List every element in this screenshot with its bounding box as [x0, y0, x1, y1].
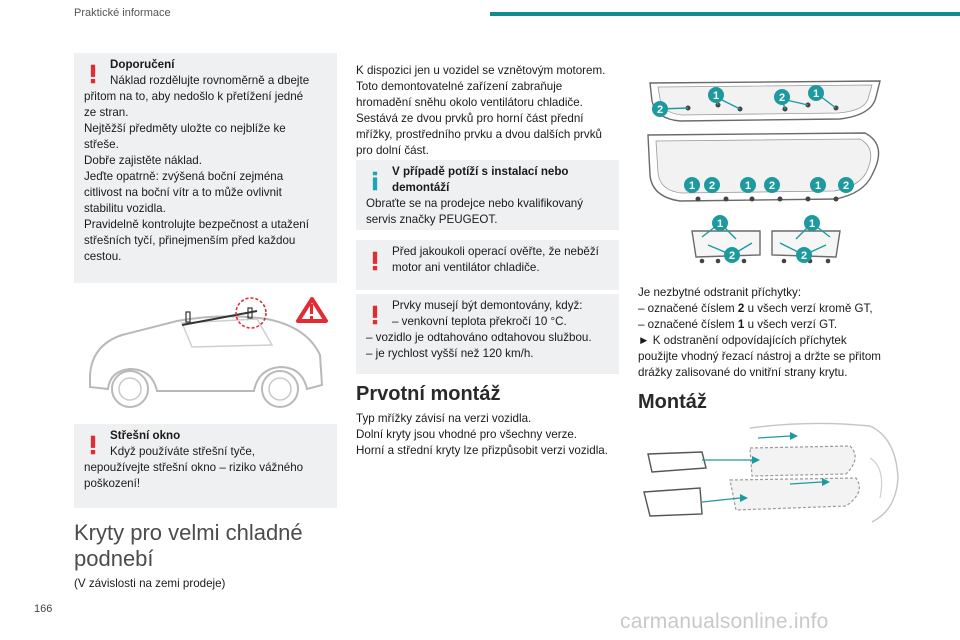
- text-line: mřížky, prostředního prvku a dvou dalšíc…: [356, 128, 602, 141]
- diagram-label: 2: [709, 180, 715, 192]
- recommendation-note: Doporučení Náklad rozdělujte rovnoměrně …: [74, 53, 337, 283]
- diagram-label: 2: [729, 250, 735, 262]
- note-line: stabilitu vozidla.: [84, 202, 166, 215]
- diagram-label: 2: [801, 250, 807, 262]
- header-accent-bar: [490, 12, 960, 16]
- note-line: střešních tyčí, přinejmenším před každou: [84, 234, 296, 247]
- watermark: carmanualsonline.info: [620, 610, 829, 633]
- note-line: – je rychlost vyšší než 120 km/h.: [366, 347, 534, 360]
- text-line: Typ mřížky závisí na verzi vozidla.: [356, 412, 532, 425]
- diagram-label: 1: [815, 180, 821, 192]
- title-line: podnebí: [74, 546, 154, 571]
- text-line: drážky zalisované do vnitřní strany kryt…: [638, 366, 848, 379]
- warning-exclamation-icon: [372, 305, 378, 325]
- warning-exclamation-icon: [90, 64, 96, 84]
- note-line: cestou.: [84, 250, 122, 263]
- intro-paragraph: K dispozici jen u vozidel se vznětovým m…: [356, 63, 626, 159]
- note-line: Náklad rozdělujte rovnoměrně a dbejte: [110, 74, 310, 87]
- note-line: Pravidelně kontrolujte bezpečnost a utaž…: [84, 218, 309, 231]
- clips-paragraph: Je nezbytné odstranit příchytky: – označ…: [638, 285, 928, 381]
- note-line: Obraťte se na prodejce nebo kvalifikovan…: [366, 197, 584, 210]
- note-line: ze stran.: [84, 106, 129, 119]
- text-line: pro dolní část.: [356, 144, 429, 157]
- note-line: – venkovní teplota překročí 10 °C.: [392, 315, 567, 328]
- note-line: motor ani ventilátor chladiče.: [392, 261, 540, 274]
- note-line: nepoužívejte střešní okno – riziko vážné…: [84, 461, 304, 474]
- note-line: střeše.: [84, 138, 119, 151]
- roof-window-note: Střešní okno Když používáte střešní tyče…: [74, 424, 337, 508]
- diagram-label: 2: [843, 180, 849, 192]
- text-fragment: u všech verzí GT.: [744, 318, 838, 331]
- diagram-label: 1: [745, 180, 751, 192]
- note-line: Nejtěžší předměty uložte co nejblíže ke: [84, 122, 286, 135]
- note-line: Když používáte střešní tyče,: [110, 445, 255, 458]
- text-line: Sestává ze dvou prvků pro horní část pře…: [356, 112, 584, 125]
- text-line: – označené číslem 1 u všech verzí GT.: [638, 317, 928, 333]
- warning-exclamation-icon: [90, 435, 96, 455]
- text-line: použijte vhodný řezací nástroj a držte s…: [638, 350, 881, 363]
- text-line: K dispozici jen u vozidel se vznětovým m…: [356, 64, 606, 77]
- text-fragment: u všech verzí kromě GT,: [744, 302, 873, 315]
- must-remove-note: Prvky musejí být demontovány, když: – ve…: [356, 294, 619, 374]
- diagram-label: 1: [809, 218, 815, 230]
- grille-covers-diagram: 2 1 2 1 1 2 1 2 1 2 1 1 2 2: [647, 80, 881, 264]
- install-problem-title: V případě potíží s instalací nebo: [392, 165, 569, 178]
- car-roof-bars-illustration: [89, 297, 328, 408]
- text-line: Dolní kryty jsou vhodné pro všechny verz…: [356, 428, 578, 441]
- roof-window-title: Střešní okno: [110, 429, 181, 442]
- recommendation-title: Doporučení: [110, 58, 175, 71]
- title-line: Kryty pro velmi chladné: [74, 520, 303, 545]
- note-line: Prvky musejí být demontovány, když:: [392, 299, 583, 312]
- text-line: Je nezbytné odstranit příchytky:: [638, 286, 802, 299]
- text-line: Toto demontovatelné zařízení zabraňuje: [356, 80, 563, 93]
- diagram-label: 1: [689, 180, 695, 192]
- text-fragment: – označené číslem: [638, 302, 738, 315]
- check-engine-note: Před jakoukoli operací ověřte, že neběží…: [356, 240, 619, 290]
- text-line: Horní a střední kryty lze přizpůsobit ve…: [356, 444, 608, 457]
- mounting-illustration: [643, 422, 899, 523]
- diagram-label: 2: [769, 180, 775, 192]
- first-mount-text: Typ mřížky závisí na verzi vozidla. Doln…: [356, 411, 646, 459]
- install-problem-note: V případě potíží s instalací nebo demont…: [356, 160, 619, 230]
- diagram-label: 1: [713, 90, 719, 102]
- cold-climate-title: Kryty pro velmi chladné podnebí: [74, 520, 344, 572]
- diagram-label: 2: [779, 92, 785, 104]
- text-fragment: – označené číslem: [638, 318, 738, 331]
- first-mount-title: Prvotní montáž: [356, 383, 501, 405]
- warning-exclamation-icon: [372, 251, 378, 271]
- install-problem-title: demontáží: [392, 181, 450, 194]
- clip-number: 2: [737, 302, 745, 315]
- info-icon: [372, 171, 378, 191]
- text-line: hromadění sněhu okolo ventilátoru chladi…: [356, 96, 583, 109]
- cold-climate-subtitle: (V závislosti na zemi prodeje): [74, 577, 226, 590]
- diagram-label: 2: [657, 104, 663, 116]
- note-line: Jeďte opatrně: zvýšená boční zejména: [84, 170, 284, 183]
- diagram-label: 1: [717, 218, 723, 230]
- note-line: citlivost na boční vítr a to může ovlivn…: [84, 186, 282, 199]
- text-line: ► K odstranění odpovídajících příchytek: [638, 334, 847, 347]
- clip-number: 1: [737, 318, 745, 331]
- note-line: servis značky PEUGEOT.: [366, 213, 498, 226]
- mount-title: Montáž: [638, 391, 707, 413]
- diagram-label: 1: [813, 88, 819, 100]
- text-line: – označené číslem 2 u všech verzí kromě …: [638, 301, 928, 317]
- note-line: přitom na to, aby nedošlo k přetížení je…: [84, 90, 304, 103]
- section-header: Praktické informace: [74, 7, 171, 19]
- note-line: Před jakoukoli operací ověřte, že neběží: [392, 245, 599, 258]
- note-line: Dobře zajistěte náklad.: [84, 154, 202, 167]
- note-line: – vozidlo je odtahováno odtahovou službo…: [366, 331, 592, 344]
- note-line: poškození!: [84, 477, 141, 490]
- page-number: 166: [34, 603, 53, 615]
